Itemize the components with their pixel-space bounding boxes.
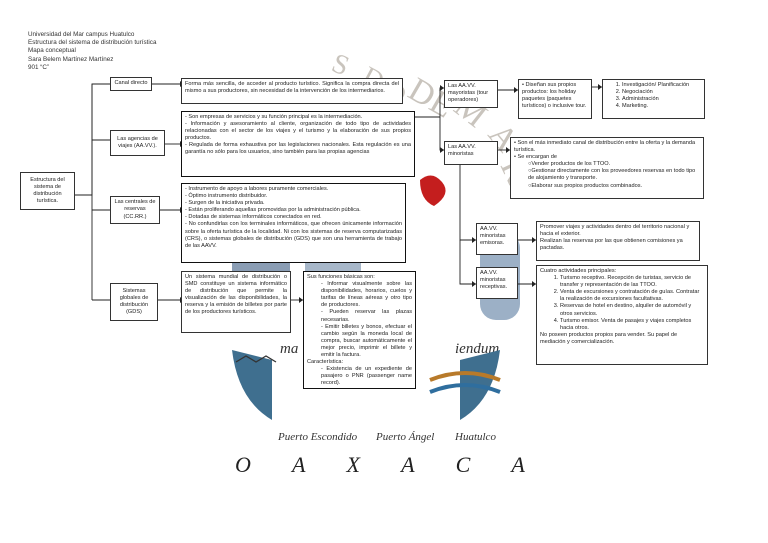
mayoristas-function-2: Negociación	[622, 89, 701, 96]
minoristas-desc-4: ○Gestionar directamente con los proveedo…	[514, 168, 700, 182]
mayoristas-functions: Investigación/ Planificación Negociación…	[602, 79, 705, 119]
mayoristas-function-4: Marketing.	[622, 103, 701, 110]
node-emisoras: AA.VV. minoristas emisoras.	[476, 223, 518, 255]
header-university: Universidad del Mar campus Huatulco	[28, 31, 156, 39]
header-title: Estructura del sistema de distribución t…	[28, 39, 156, 47]
receptivas-item-4: Turismo emisor. Venta de pasajes y viaje…	[560, 318, 704, 332]
mayoristas-function-1: Investigación/ Planificación	[622, 82, 701, 89]
node-centrales: Las centrales de reservas (CC.RR.)	[110, 196, 160, 224]
caracteristica-title: Característica:	[307, 359, 412, 366]
caracteristica-text: - Existencia de un expediente de pasajer…	[307, 366, 412, 387]
node-receptivas: AA.VV. minoristas receptivas.	[476, 267, 518, 299]
sistemas-desc: Un sistema mundial de distribución o SMD…	[181, 271, 291, 333]
agencias-desc: - Son empresas de servicios y su función…	[181, 111, 415, 177]
centrales-desc-6: - No confundirlas con los terminales inf…	[185, 221, 402, 249]
centrales-desc-5: - Dotadas de sistemas informáticos conec…	[185, 214, 402, 221]
agencias-desc-2: - Información y asesoramiento al cliente…	[185, 121, 411, 142]
canal-directo-desc: Forma más sencilla, de acceder al produc…	[181, 78, 403, 104]
minoristas-desc: • Son el más inmediato canal de distribu…	[510, 137, 704, 199]
funciones-box: Sus funciones básicas son: - Informar vi…	[303, 271, 416, 389]
centrales-label: Las centrales de reservas (CC.RR.)	[114, 199, 156, 220]
canal-directo-label: Canal directo	[115, 80, 148, 87]
sistemas-label: Sistemas globales de distribución (GDS)	[114, 288, 154, 316]
receptivas-item-3: Reservas de hotel en destino, alquiler d…	[560, 303, 704, 317]
minoristas-desc-3: ○Vender productos de los TTOO.	[514, 161, 700, 168]
emisoras-desc-1: Promover viajes y actividades dentro del…	[540, 224, 696, 238]
receptivas-item-2: Venta de excursiones y contratación de g…	[560, 289, 704, 303]
funcion-2: - Pueden reservar las plazas necesarias.	[307, 309, 412, 323]
centrales-desc: - Instrumento de apoyo a labores puramen…	[181, 183, 406, 263]
agencias-desc-3: - Regulada de forma exhaustiva por las l…	[185, 142, 411, 156]
emisoras-desc-2: Realizan las reservas por las que obtien…	[540, 238, 696, 252]
node-minoristas: Las AA.VV. minoristas	[444, 141, 498, 165]
emisoras-desc: Promover viajes y actividades dentro del…	[536, 221, 700, 261]
minoristas-desc-2: • Se encargan de	[514, 154, 700, 161]
header-group: 901 “C”	[28, 64, 156, 72]
mayoristas-desc: • Diseñan sus propios productos: los hol…	[518, 79, 592, 119]
agencias-label: Las agencias de viajes (AA.VV.).	[114, 136, 161, 150]
minoristas-desc-1: • Son el más inmediato canal de distribu…	[514, 140, 700, 154]
document-header: Universidad del Mar campus Huatulco Estr…	[28, 31, 156, 72]
minoristas-desc-5: ○Elaborar sus propios productos combinad…	[514, 183, 700, 190]
receptivas-item-1: Turismo receptivo. Recepción de turistas…	[560, 275, 704, 289]
funcion-3: - Emitir billetes y bonos, efectuar el c…	[307, 324, 412, 359]
centrales-desc-3: - Surgen de la iniciativa privada.	[185, 200, 402, 207]
header-type: Mapa conceptual	[28, 47, 156, 55]
node-sistemas: Sistemas globales de distribución (GDS)	[110, 283, 158, 321]
receptivas-desc: Cuatro actividades principales: Turismo …	[536, 265, 708, 365]
node-canal-directo: Canal directo	[110, 77, 152, 91]
header-author: Sara Belem Martínez Martínez	[28, 56, 156, 64]
agencias-desc-1: - Son empresas de servicios y su función…	[185, 114, 411, 121]
funciones-title: Sus funciones básicas son:	[307, 274, 412, 281]
node-mayoristas: Las AA.VV. mayoristas (tour operadores)	[444, 80, 498, 108]
root-label: Estructura del sistema de distribución t…	[24, 177, 71, 205]
centrales-desc-4: - Están proliferando aquellas promovidas…	[185, 207, 402, 214]
receptivas-title: Cuatro actividades principales:	[540, 268, 704, 275]
centrales-desc-2: - Óptimo instrumento distribuidor.	[185, 193, 402, 200]
receptivas-note: No poseen productos propios para vender.…	[540, 332, 704, 346]
funcion-1: - Informar visualmente sobre las disponi…	[307, 281, 412, 309]
root-node: Estructura del sistema de distribución t…	[20, 172, 75, 210]
node-agencias: Las agencias de viajes (AA.VV.).	[110, 130, 165, 156]
mayoristas-function-3: Administración	[622, 96, 701, 103]
